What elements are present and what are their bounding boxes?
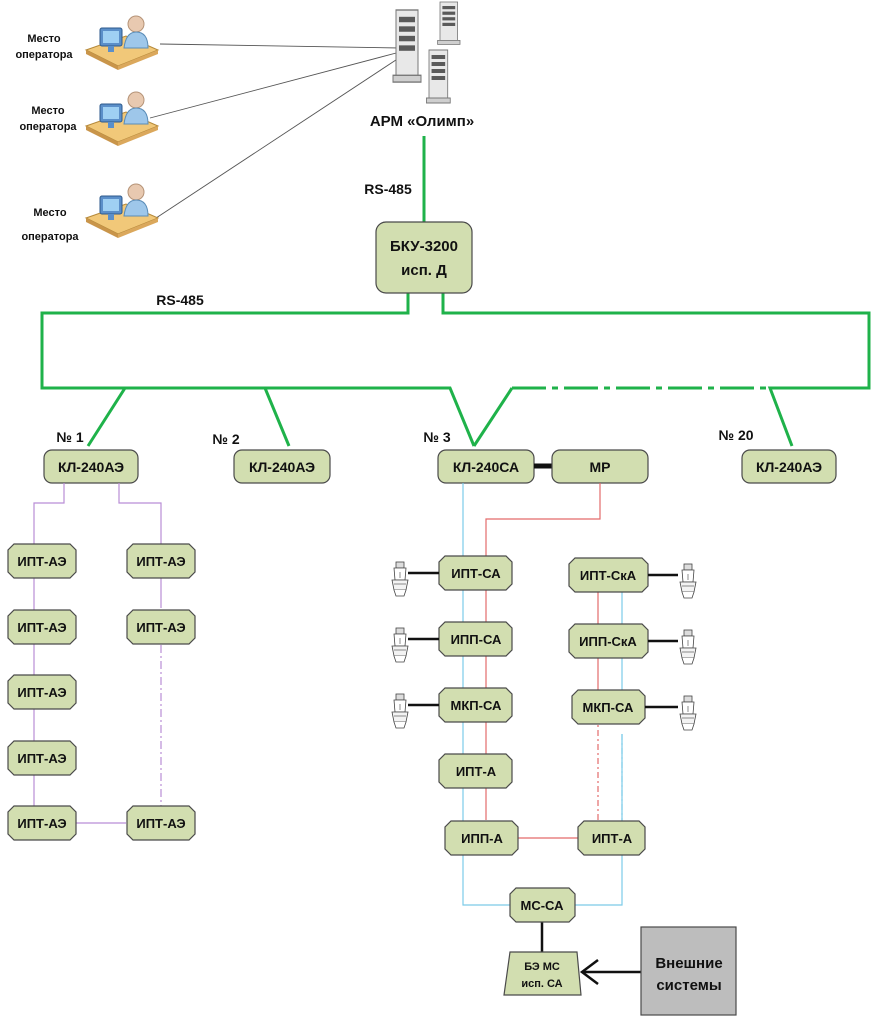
svg-text:КЛ-240АЭ: КЛ-240АЭ [756, 459, 822, 475]
detector-node: ИПТ-АЭ [7, 805, 77, 841]
detector-node: МКП-СА [438, 687, 513, 723]
svg-text:МР: МР [590, 459, 611, 475]
operator-links [149, 43, 403, 223]
svg-text:оператора: оператора [21, 231, 79, 243]
branch-a-right-nodes: ИПТ-АЭ ИПТ-АЭ ИПТ-АЭ [126, 543, 196, 841]
controller-3: № 3 КЛ-240СА [423, 429, 535, 484]
svg-text:Место: Место [31, 105, 64, 117]
svg-text:ИПТ-А: ИПТ-А [456, 764, 497, 779]
svg-text:МКП-СА: МКП-СА [451, 698, 503, 713]
svg-text:ИПТ-АЭ: ИПТ-АЭ [136, 554, 185, 569]
svg-text:ИПТ-АЭ: ИПТ-АЭ [136, 816, 185, 831]
detector-node: ИПП-СкА [568, 623, 649, 659]
svg-text:оператора: оператора [19, 121, 77, 133]
be-ms-block: БЭ МС исп. СА [503, 951, 582, 996]
operator-2: Место оператора [19, 91, 159, 147]
detector-node: ИПТ-АЭ [126, 543, 196, 579]
svg-text:ИПТ-АЭ: ИПТ-АЭ [17, 751, 66, 766]
sensor-connectors [408, 571, 678, 709]
bku-3200-block: БКУ-3200 исп. Д [375, 221, 473, 294]
external-systems-block: Внешние системы [640, 926, 737, 1016]
detector-node: МКП-СА [571, 689, 646, 725]
operator-3: Место оператора [21, 183, 159, 243]
detector-node: ИПТ-СкА [568, 557, 649, 593]
detector-node: ИПП-А [444, 820, 519, 856]
svg-text:Место: Место [27, 33, 60, 45]
svg-text:БЭ МС: БЭ МС [524, 961, 560, 973]
operator-workstation-icon [85, 91, 159, 147]
operator-workstation-icon [85, 15, 159, 71]
svg-text:КЛ-240СА: КЛ-240СА [453, 459, 519, 475]
svg-text:ИПП-СкА: ИПП-СкА [579, 634, 637, 649]
svg-text:ИПТ-СА: ИПТ-СА [451, 566, 501, 581]
svg-text:№ 2: № 2 [212, 431, 239, 447]
svg-text:МКП-СА: МКП-СА [583, 700, 635, 715]
detector-node: ИПТ-АЭ [126, 609, 196, 645]
rs485-top-label: RS-485 [364, 181, 412, 197]
operator-1: Место оператора [15, 15, 159, 71]
svg-text:№ 20: № 20 [718, 427, 753, 443]
controller-20: № 20 КЛ-240АЭ [718, 427, 837, 484]
branch-b-left-nodes: ИПТ-СА ИПП-СА МКП-СА ИПТ-А ИПП-А [438, 555, 519, 856]
svg-text:КЛ-240АЭ: КЛ-240АЭ [58, 459, 124, 475]
detector-node: ИПТ-А [438, 753, 513, 789]
svg-text:Место: Место [33, 207, 66, 219]
svg-text:ИПТ-АЭ: ИПТ-АЭ [136, 620, 185, 635]
svg-text:ИПП-А: ИПП-А [461, 831, 503, 846]
mr-block: МР [551, 449, 649, 484]
svg-text:исп. СА: исп. СА [521, 978, 562, 990]
svg-text:ИПТ-АЭ: ИПТ-АЭ [17, 685, 66, 700]
rs485-wiring [40, 136, 871, 447]
svg-text:БКУ-3200: БКУ-3200 [390, 238, 458, 255]
svg-text:системы: системы [656, 977, 721, 994]
detector-node: ИПТ-АЭ [7, 543, 77, 579]
svg-text:№ 1: № 1 [56, 429, 83, 445]
svg-text:МС-СА: МС-СА [521, 898, 565, 913]
rs485-bus-label: RS-485 [156, 292, 204, 308]
svg-text:№ 3: № 3 [423, 429, 450, 445]
svg-text:КЛ-240АЭ: КЛ-240АЭ [249, 459, 315, 475]
detector-node: ИПТ-СА [438, 555, 513, 591]
arm-label: АРМ «Олимп» [370, 113, 474, 130]
svg-text:ИПТ-СкА: ИПТ-СкА [580, 568, 637, 583]
detector-node: ИПТ-АЭ [7, 609, 77, 645]
svg-text:Внешние: Внешние [655, 955, 722, 972]
controller-1: № 1 КЛ-240АЭ [43, 429, 139, 484]
svg-text:ИПТ-А: ИПТ-А [592, 831, 633, 846]
server-icon [392, 1, 461, 104]
detector-node: ИПТ-АЭ [7, 674, 77, 710]
branch-a-left-nodes: ИПТ-АЭ ИПТ-АЭ ИПТ-АЭ ИПТ-АЭ ИПТ-АЭ [7, 543, 77, 841]
svg-text:ИПТ-АЭ: ИПТ-АЭ [17, 816, 66, 831]
svg-text:оператора: оператора [15, 49, 73, 61]
svg-text:ИПТ-АЭ: ИПТ-АЭ [17, 620, 66, 635]
external-arrow [579, 959, 641, 985]
detector-node: ИПТ-АЭ [7, 740, 77, 776]
svg-text:ИПТ-АЭ: ИПТ-АЭ [17, 554, 66, 569]
detector-node: ИПП-СА [438, 621, 513, 657]
svg-text:ИПП-СА: ИПП-СА [451, 632, 502, 647]
branch-b-right-nodes: ИПТ-СкА ИПП-СкА МКП-СА ИПТ-А [568, 557, 649, 856]
operator-workstation-icon [85, 183, 159, 239]
controller-2: № 2 КЛ-240АЭ [212, 431, 331, 484]
svg-text:исп. Д: исп. Д [401, 262, 447, 279]
ms-ca-node: МС-СА [509, 887, 576, 923]
detector-node: ИПТ-А [577, 820, 646, 856]
detector-node: ИПТ-АЭ [126, 805, 196, 841]
